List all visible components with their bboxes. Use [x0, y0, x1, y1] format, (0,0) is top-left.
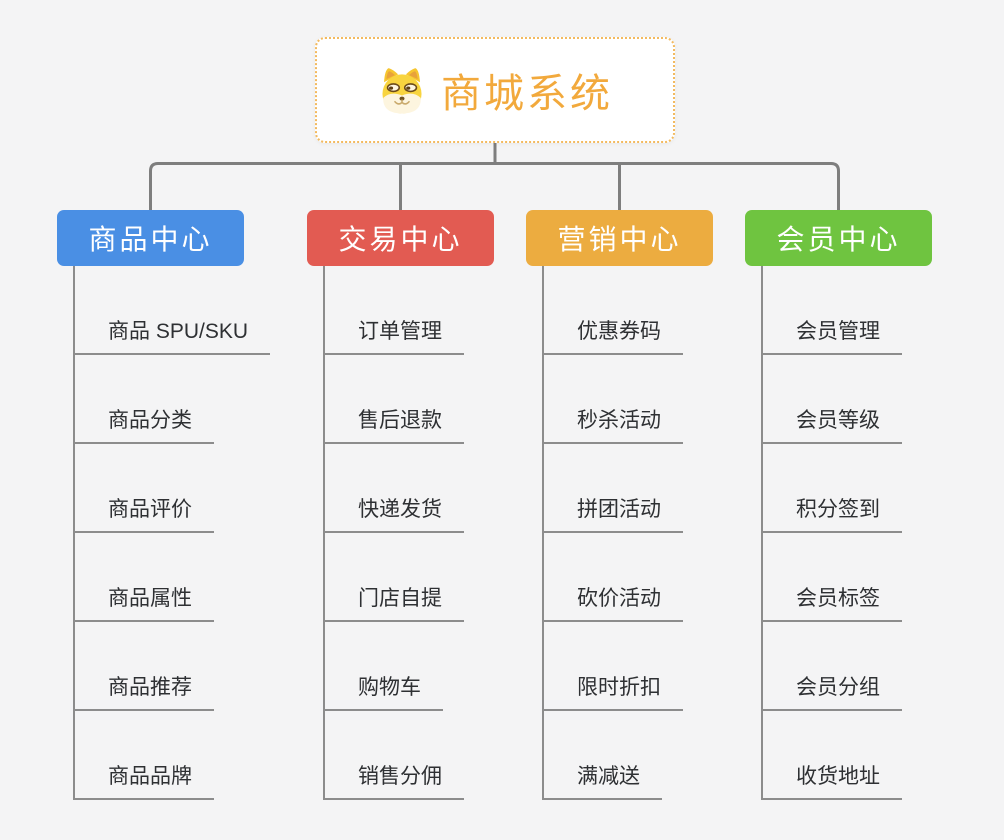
child-node-label: 拼团活动 [544, 493, 683, 533]
child-node-label: 快递发货 [325, 493, 464, 533]
child-node-label: 会员分组 [763, 671, 902, 711]
branch-node[interactable]: 交易中心 [307, 210, 494, 266]
root-node[interactable]: 商城系统 [315, 37, 675, 143]
branch-node[interactable]: 会员中心 [745, 210, 932, 266]
child-node[interactable]: 会员等级 [763, 355, 902, 444]
child-node-label: 限时折扣 [544, 671, 683, 711]
child-node-label: 购物车 [325, 671, 443, 711]
child-node-label: 商品品牌 [75, 760, 214, 800]
child-node[interactable]: 门店自提 [325, 533, 464, 622]
branch-node[interactable]: 营销中心 [526, 210, 713, 266]
child-node-label: 砍价活动 [544, 582, 683, 622]
child-node[interactable]: 秒杀活动 [544, 355, 683, 444]
child-node[interactable]: 购物车 [325, 622, 464, 711]
child-node[interactable]: 快递发货 [325, 444, 464, 533]
child-node[interactable]: 优惠券码 [544, 266, 683, 355]
child-node-label: 销售分佣 [325, 760, 464, 800]
child-node-label: 商品 SPU/SKU [75, 315, 271, 355]
children-list: 会员管理会员等级积分签到会员标签会员分组收货地址 [761, 266, 902, 800]
child-node-label: 门店自提 [325, 582, 464, 622]
child-node-label: 秒杀活动 [544, 404, 683, 444]
child-node[interactable]: 收货地址 [763, 711, 902, 800]
child-node[interactable]: 限时折扣 [544, 622, 683, 711]
child-node[interactable]: 会员分组 [763, 622, 902, 711]
branch-2: 交易中心订单管理售后退款快递发货门店自提购物车销售分佣 [307, 210, 494, 800]
child-node[interactable]: 商品 SPU/SKU [75, 266, 271, 355]
child-node-label: 会员标签 [763, 582, 902, 622]
child-node-label: 订单管理 [325, 315, 464, 355]
child-node-label: 收货地址 [763, 760, 902, 800]
child-node[interactable]: 积分签到 [763, 444, 902, 533]
children-list: 订单管理售后退款快递发货门店自提购物车销售分佣 [323, 266, 464, 800]
child-node[interactable]: 会员标签 [763, 533, 902, 622]
child-node-label: 商品分类 [75, 404, 214, 444]
child-node[interactable]: 售后退款 [325, 355, 464, 444]
root-node-label: 商城系统 [441, 72, 613, 116]
dog-face-icon [377, 63, 427, 117]
child-node[interactable]: 销售分佣 [325, 711, 464, 800]
child-node-label: 会员等级 [763, 404, 902, 444]
child-node[interactable]: 商品分类 [75, 355, 270, 444]
child-node-label: 商品属性 [75, 582, 214, 622]
child-node-label: 优惠券码 [544, 315, 683, 355]
child-node-label: 会员管理 [763, 315, 902, 355]
child-node[interactable]: 订单管理 [325, 266, 464, 355]
child-node[interactable]: 商品评价 [75, 444, 270, 533]
branch-4: 会员中心会员管理会员等级积分签到会员标签会员分组收货地址 [745, 210, 932, 800]
branch-1: 商品中心商品 SPU/SKU 商品分类商品评价商品属性商品推荐商品品牌 [57, 210, 271, 800]
children-list: 优惠券码秒杀活动拼团活动砍价活动限时折扣满减送 [542, 266, 683, 800]
child-node-label: 积分签到 [763, 493, 902, 533]
children-list: 商品 SPU/SKU 商品分类商品评价商品属性商品推荐商品品牌 [73, 266, 271, 800]
child-node[interactable]: 拼团活动 [544, 444, 683, 533]
child-node[interactable]: 商品品牌 [75, 711, 270, 800]
child-node[interactable]: 商品推荐 [75, 622, 270, 711]
child-node[interactable]: 满减送 [544, 711, 683, 800]
branch-3: 营销中心优惠券码秒杀活动拼团活动砍价活动限时折扣满减送 [526, 210, 713, 800]
child-node-label: 满减送 [544, 760, 662, 800]
child-node[interactable]: 商品属性 [75, 533, 270, 622]
child-node-label: 商品推荐 [75, 671, 214, 711]
child-node-label: 售后退款 [325, 404, 464, 444]
child-node[interactable]: 砍价活动 [544, 533, 683, 622]
child-node-label: 商品评价 [75, 493, 214, 533]
child-node[interactable]: 会员管理 [763, 266, 902, 355]
branch-node[interactable]: 商品中心 [57, 210, 244, 266]
